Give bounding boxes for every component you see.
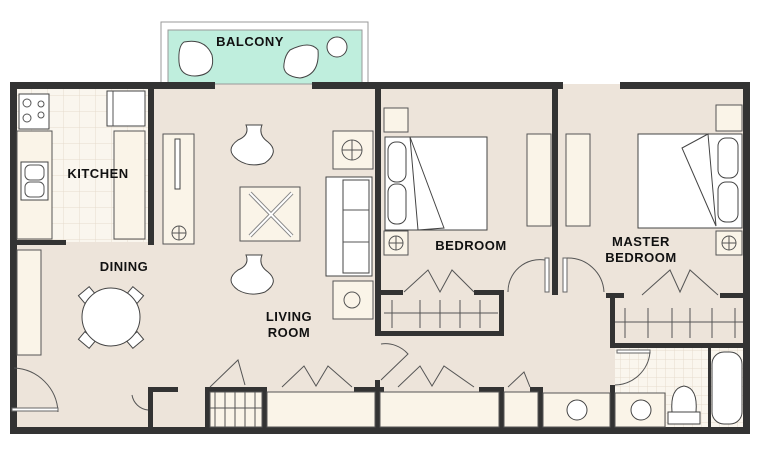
master-line2: BEDROOM [605, 250, 677, 265]
room-label-kitchen: KITCHEN [67, 166, 129, 181]
room-label-living-room: LIVING ROOM [254, 309, 324, 341]
walls [10, 82, 750, 434]
kitchen-fixtures [16, 90, 146, 240]
master-line1: MASTER [612, 234, 670, 249]
room-label-master-bedroom: MASTER BEDROOM [596, 234, 686, 266]
dining-fixtures [11, 249, 149, 413]
master-bedroom-fixtures [562, 104, 743, 338]
living-fixtures [162, 124, 374, 320]
balcony [160, 21, 369, 85]
living-line1: LIVING [265, 309, 313, 324]
bath-fixtures [209, 343, 743, 428]
living-line2: ROOM [267, 325, 311, 340]
room-label-balcony: BALCONY [216, 34, 284, 49]
room-label-dining: DINING [99, 259, 149, 274]
bedroom-fixtures [383, 107, 552, 328]
room-label-bedroom: BEDROOM [435, 238, 507, 253]
